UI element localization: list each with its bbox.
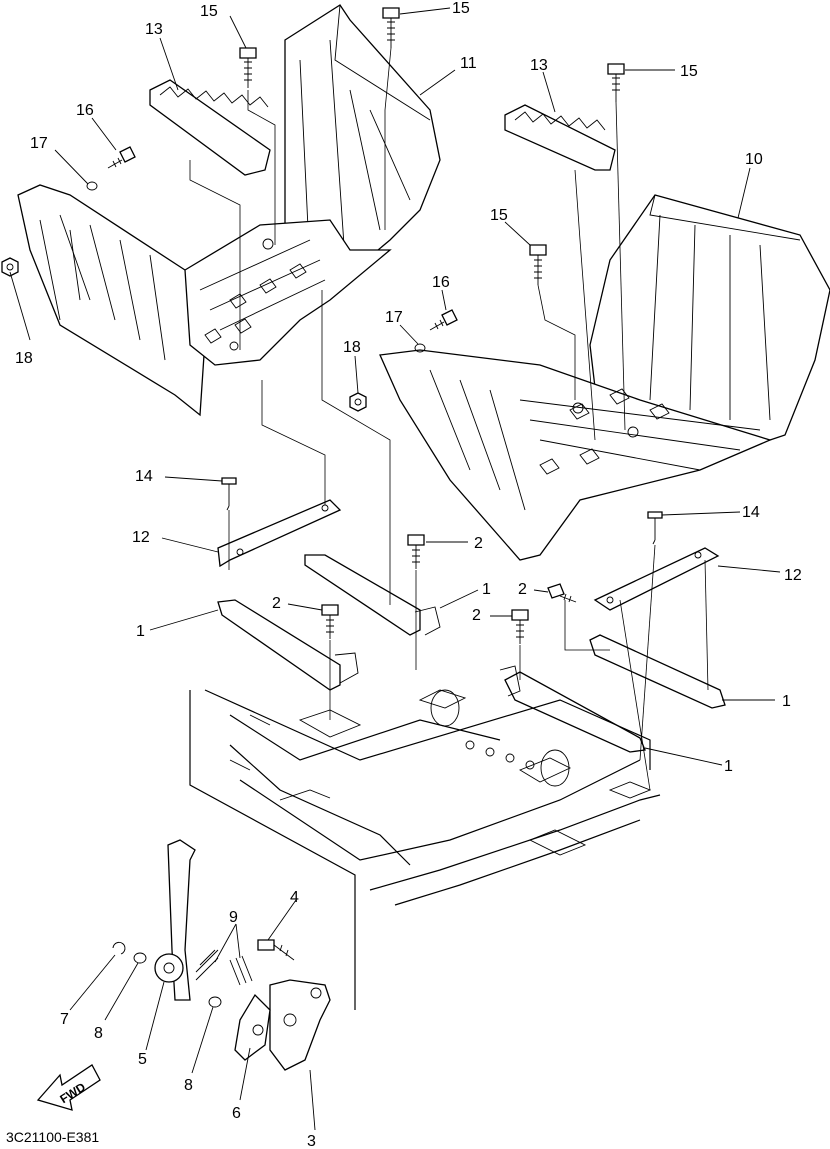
- callout-5: 5: [138, 1051, 147, 1068]
- vehicle-frame: [189, 689, 661, 1010]
- callout-9: 9: [229, 909, 238, 926]
- callout-1: 1: [136, 623, 145, 640]
- callout-18: 18: [15, 350, 33, 367]
- callout-12: 12: [132, 529, 150, 546]
- callout-18: 18: [343, 339, 361, 356]
- callout-1: 1: [724, 758, 733, 775]
- callout-15: 15: [200, 3, 218, 20]
- callout-leader-lines: [9, 7, 781, 1131]
- callout-14: 14: [742, 504, 760, 521]
- callout-8: 8: [94, 1025, 103, 1042]
- callout-16: 16: [76, 102, 94, 119]
- callout-15: 15: [490, 207, 508, 224]
- diagram-code: 3C21100-E381: [6, 1129, 99, 1145]
- callout-15: 15: [452, 0, 470, 17]
- callout-4: 4: [290, 889, 299, 906]
- callout-7: 7: [60, 1011, 69, 1028]
- callout-6: 6: [232, 1105, 241, 1122]
- callout-1: 1: [482, 581, 491, 598]
- brackets: [217, 499, 726, 753]
- brake-pedal-assembly: [112, 839, 331, 1071]
- small-hardware: [1, 7, 663, 644]
- callout-16: 16: [432, 274, 450, 291]
- callout-2: 2: [472, 607, 481, 624]
- callout-11: 11: [460, 55, 477, 72]
- callout-numbers: 15 15 13 11 13 15 16 17 10 15 16 17 18 1…: [15, 0, 802, 1149]
- callout-15: 15: [680, 63, 698, 80]
- callout-10: 10: [745, 151, 763, 168]
- callout-17: 17: [30, 135, 48, 152]
- callout-8: 8: [184, 1077, 193, 1094]
- callout-17: 17: [385, 309, 403, 326]
- callout-13: 13: [145, 21, 163, 38]
- callout-13: 13: [530, 57, 548, 74]
- callout-1: 1: [782, 693, 791, 710]
- callout-2: 2: [518, 581, 527, 598]
- callout-14: 14: [135, 468, 153, 485]
- right-footrest-mudguard: [379, 194, 830, 561]
- callout-3: 3: [307, 1133, 316, 1149]
- callout-2: 2: [474, 535, 483, 552]
- left-footrest-mudguard: [17, 4, 441, 417]
- callout-12: 12: [784, 567, 802, 584]
- forward-direction-arrow: FWD: [36, 1064, 101, 1111]
- assembly-guide-lines: [189, 47, 709, 791]
- callout-2: 2: [272, 595, 281, 612]
- footpeg-plates: [149, 79, 616, 176]
